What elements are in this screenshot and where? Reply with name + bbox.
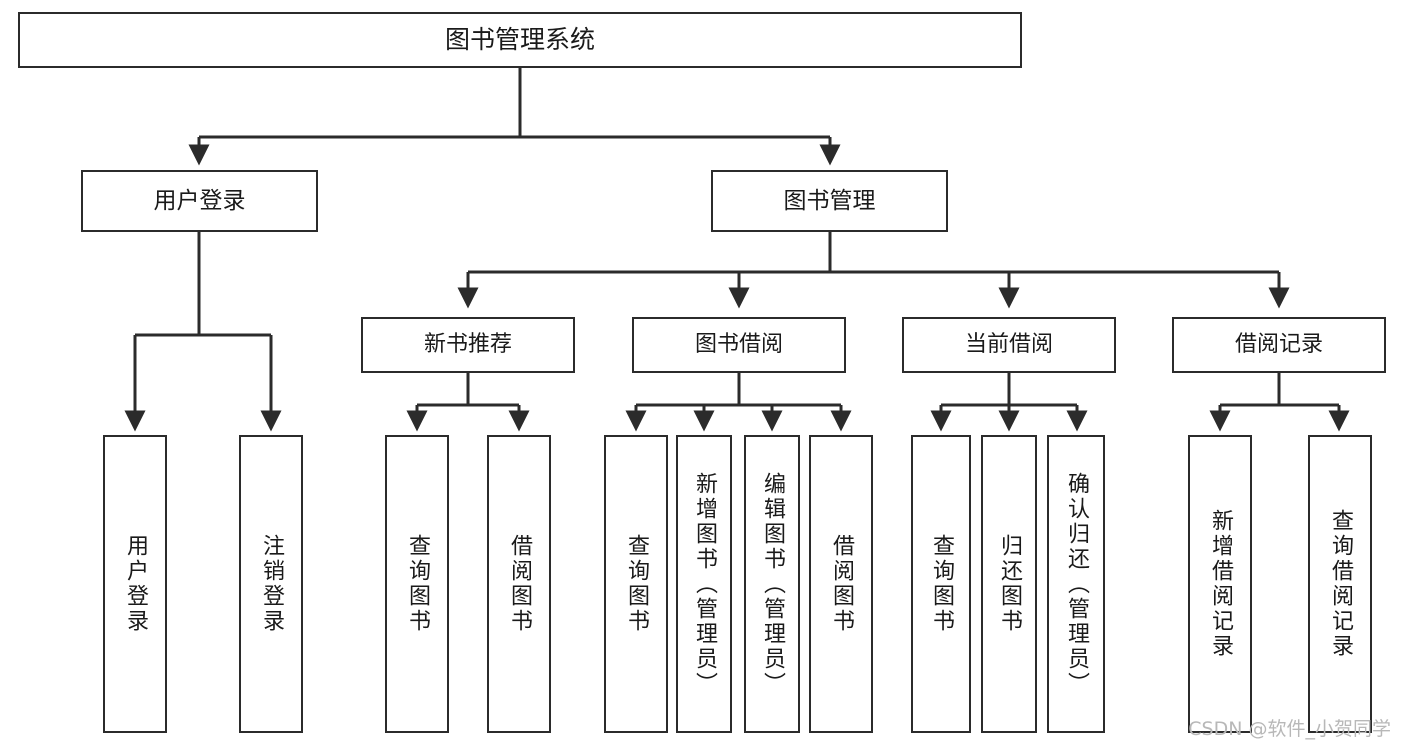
leaf-user-login-label: 用户登录 xyxy=(123,534,148,634)
leaf-query-book-current[interactable]: 查询图书 xyxy=(911,435,971,733)
node-root-label: 图书管理系统 xyxy=(444,24,595,54)
leaf-query-book-newbook[interactable]: 查询图书 xyxy=(385,435,449,733)
watermark: CSDN @软件_小贺同学 xyxy=(1188,718,1391,740)
node-new-book-recommend-label: 新书推荐 xyxy=(423,331,512,357)
leaf-query-borrow-record-label: 查询借阅记录 xyxy=(1328,509,1353,659)
leaf-logout-label: 注销登录 xyxy=(259,534,284,634)
node-user-login[interactable]: 用户登录 xyxy=(81,170,318,232)
leaf-add-book-admin-label: 新增图书（管理员） xyxy=(692,471,717,697)
leaf-query-book-newbook-label: 查询图书 xyxy=(405,534,430,634)
leaf-query-book-borrow-label: 查询图书 xyxy=(624,534,649,634)
node-book-borrow[interactable]: 图书借阅 xyxy=(632,317,846,373)
leaf-borrow-book-borrow-label: 借阅图书 xyxy=(829,534,854,634)
leaf-query-borrow-record[interactable]: 查询借阅记录 xyxy=(1308,435,1372,733)
leaf-borrow-book-newbook-label: 借阅图书 xyxy=(507,534,532,634)
leaf-confirm-return-admin[interactable]: 确认归还（管理员） xyxy=(1047,435,1105,733)
node-book-management[interactable]: 图书管理 xyxy=(711,170,948,232)
node-book-borrow-label: 图书借阅 xyxy=(694,331,783,357)
leaf-add-borrow-record-label: 新增借阅记录 xyxy=(1208,509,1233,659)
leaf-edit-book-admin[interactable]: 编辑图书（管理员） xyxy=(744,435,800,733)
node-new-book-recommend[interactable]: 新书推荐 xyxy=(361,317,575,373)
node-book-management-label: 图书管理 xyxy=(783,187,876,214)
leaf-borrow-book-newbook[interactable]: 借阅图书 xyxy=(487,435,551,733)
node-user-login-label: 用户登录 xyxy=(153,187,246,214)
leaf-add-book-admin[interactable]: 新增图书（管理员） xyxy=(676,435,732,733)
leaf-query-book-borrow[interactable]: 查询图书 xyxy=(604,435,668,733)
node-borrow-record[interactable]: 借阅记录 xyxy=(1172,317,1386,373)
leaf-borrow-book-borrow[interactable]: 借阅图书 xyxy=(809,435,873,733)
leaf-query-book-current-label: 查询图书 xyxy=(929,534,954,634)
leaf-return-book-label: 归还图书 xyxy=(997,534,1022,634)
leaf-return-book[interactable]: 归还图书 xyxy=(981,435,1037,733)
leaf-logout[interactable]: 注销登录 xyxy=(239,435,303,733)
leaf-confirm-return-admin-label: 确认归还（管理员） xyxy=(1064,471,1089,697)
node-borrow-record-label: 借阅记录 xyxy=(1234,331,1323,357)
leaf-edit-book-admin-label: 编辑图书（管理员） xyxy=(760,471,785,697)
node-current-borrow[interactable]: 当前借阅 xyxy=(902,317,1116,373)
leaf-user-login[interactable]: 用户登录 xyxy=(103,435,167,733)
node-current-borrow-label: 当前借阅 xyxy=(964,331,1053,357)
leaf-add-borrow-record[interactable]: 新增借阅记录 xyxy=(1188,435,1252,733)
node-root[interactable]: 图书管理系统 xyxy=(18,12,1022,68)
